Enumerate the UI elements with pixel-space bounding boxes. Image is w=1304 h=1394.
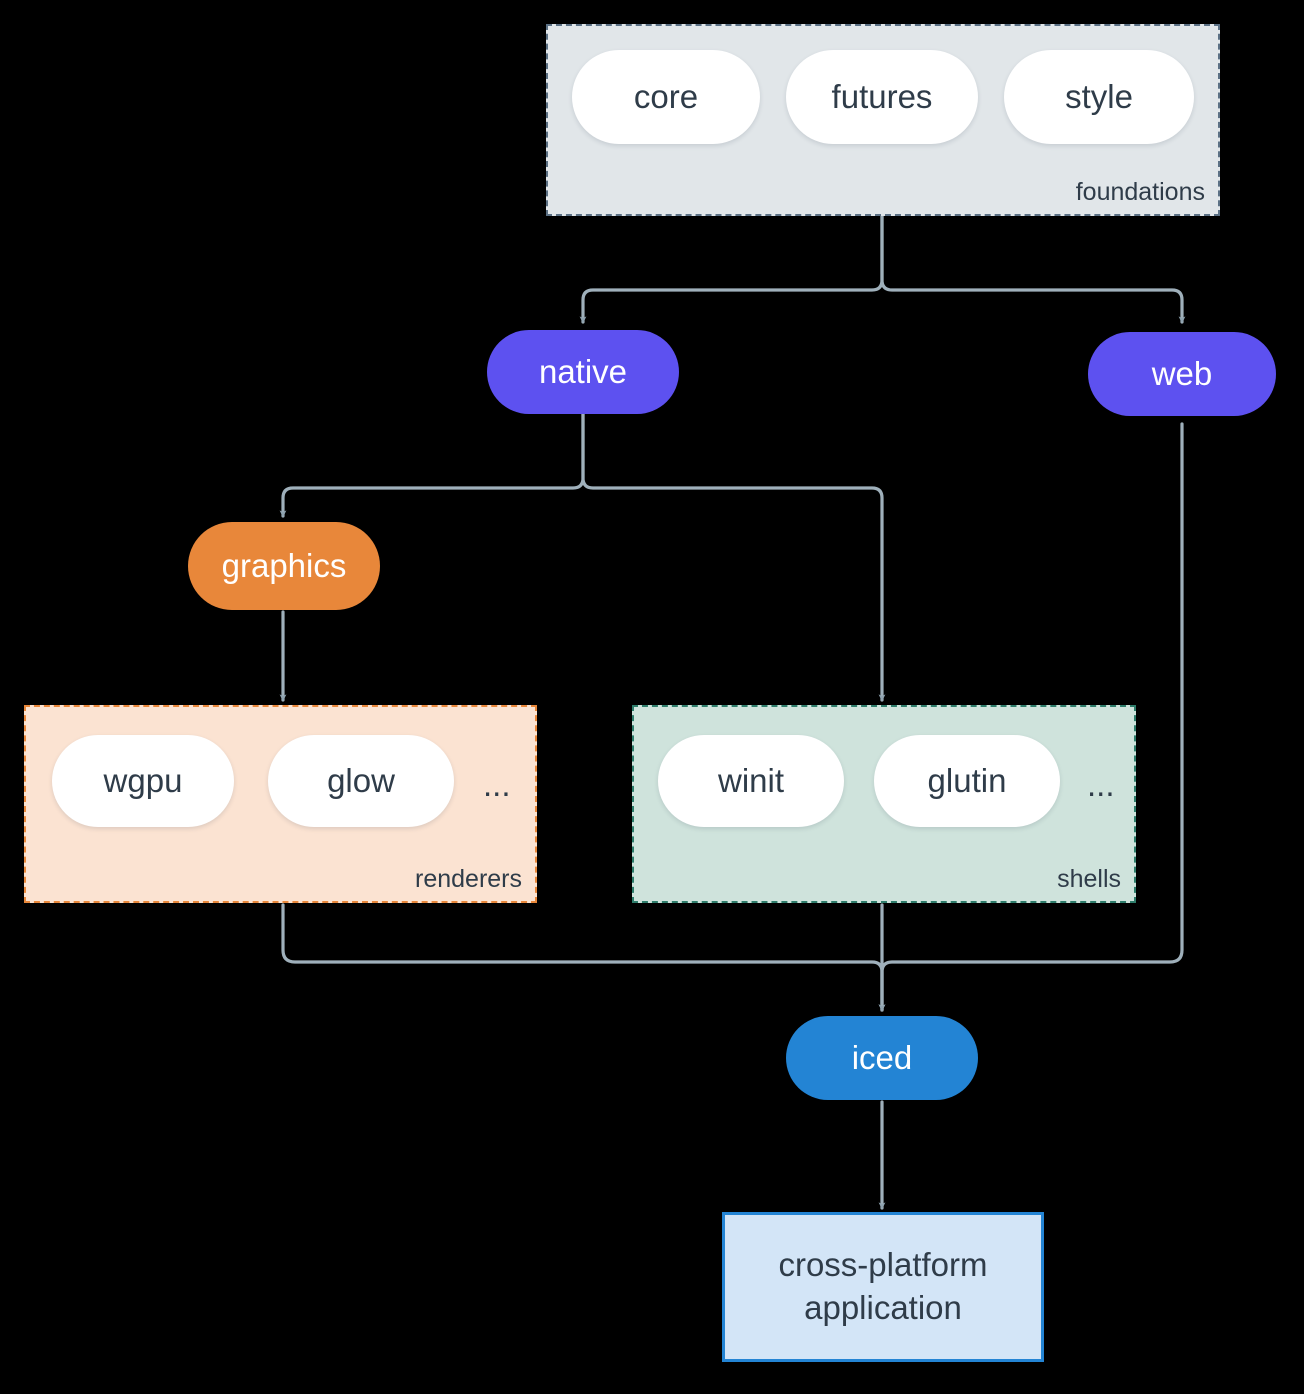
node-glutin[interactable]: glutin xyxy=(874,735,1060,827)
node-label-native: native xyxy=(538,353,628,390)
cluster-label-shells: shells xyxy=(1057,865,1121,893)
edge-renderers-iced xyxy=(281,903,886,1012)
node-style[interactable]: style xyxy=(1004,50,1194,144)
node-iced[interactable]: iced xyxy=(786,1016,978,1100)
renderers-more-ellipsis: ... xyxy=(483,766,511,803)
node-label-core: core xyxy=(633,78,699,115)
edge-native-shells xyxy=(581,412,886,702)
node-label-wgpu: wgpu xyxy=(103,762,183,799)
node-winit[interactable]: winit xyxy=(658,735,844,827)
cluster-label-foundations: foundations xyxy=(1075,178,1205,206)
node-wgpu[interactable]: wgpu xyxy=(52,735,234,827)
node-core[interactable]: core xyxy=(572,50,760,144)
cluster-label-renderers: renderers xyxy=(415,865,522,893)
edge-native-graphics xyxy=(279,412,585,518)
node-label-style: style xyxy=(1065,78,1133,115)
edge-web-iced xyxy=(878,422,1184,1012)
node-glow[interactable]: glow xyxy=(268,735,454,827)
node-graphics[interactable]: graphics xyxy=(188,522,380,610)
node-label-application-line2: application xyxy=(804,1289,962,1326)
node-label-graphics: graphics xyxy=(221,547,347,584)
node-futures[interactable]: futures xyxy=(786,50,978,144)
edge-foundations-native xyxy=(579,214,884,324)
node-label-glow: glow xyxy=(327,762,395,799)
node-native[interactable]: native xyxy=(487,330,679,414)
node-label-glutin: glutin xyxy=(927,762,1007,799)
shells-more-ellipsis: ... xyxy=(1087,766,1115,803)
node-label-futures: futures xyxy=(831,78,933,115)
node-label-application-line1: cross-platform xyxy=(778,1246,988,1284)
edge-foundations-web xyxy=(880,214,1186,324)
node-web[interactable]: web xyxy=(1088,332,1276,416)
node-label-web: web xyxy=(1151,355,1213,392)
node-label-iced: iced xyxy=(851,1039,913,1076)
node-application[interactable]: cross-platform application xyxy=(722,1212,1044,1362)
node-label-winit: winit xyxy=(717,762,785,799)
